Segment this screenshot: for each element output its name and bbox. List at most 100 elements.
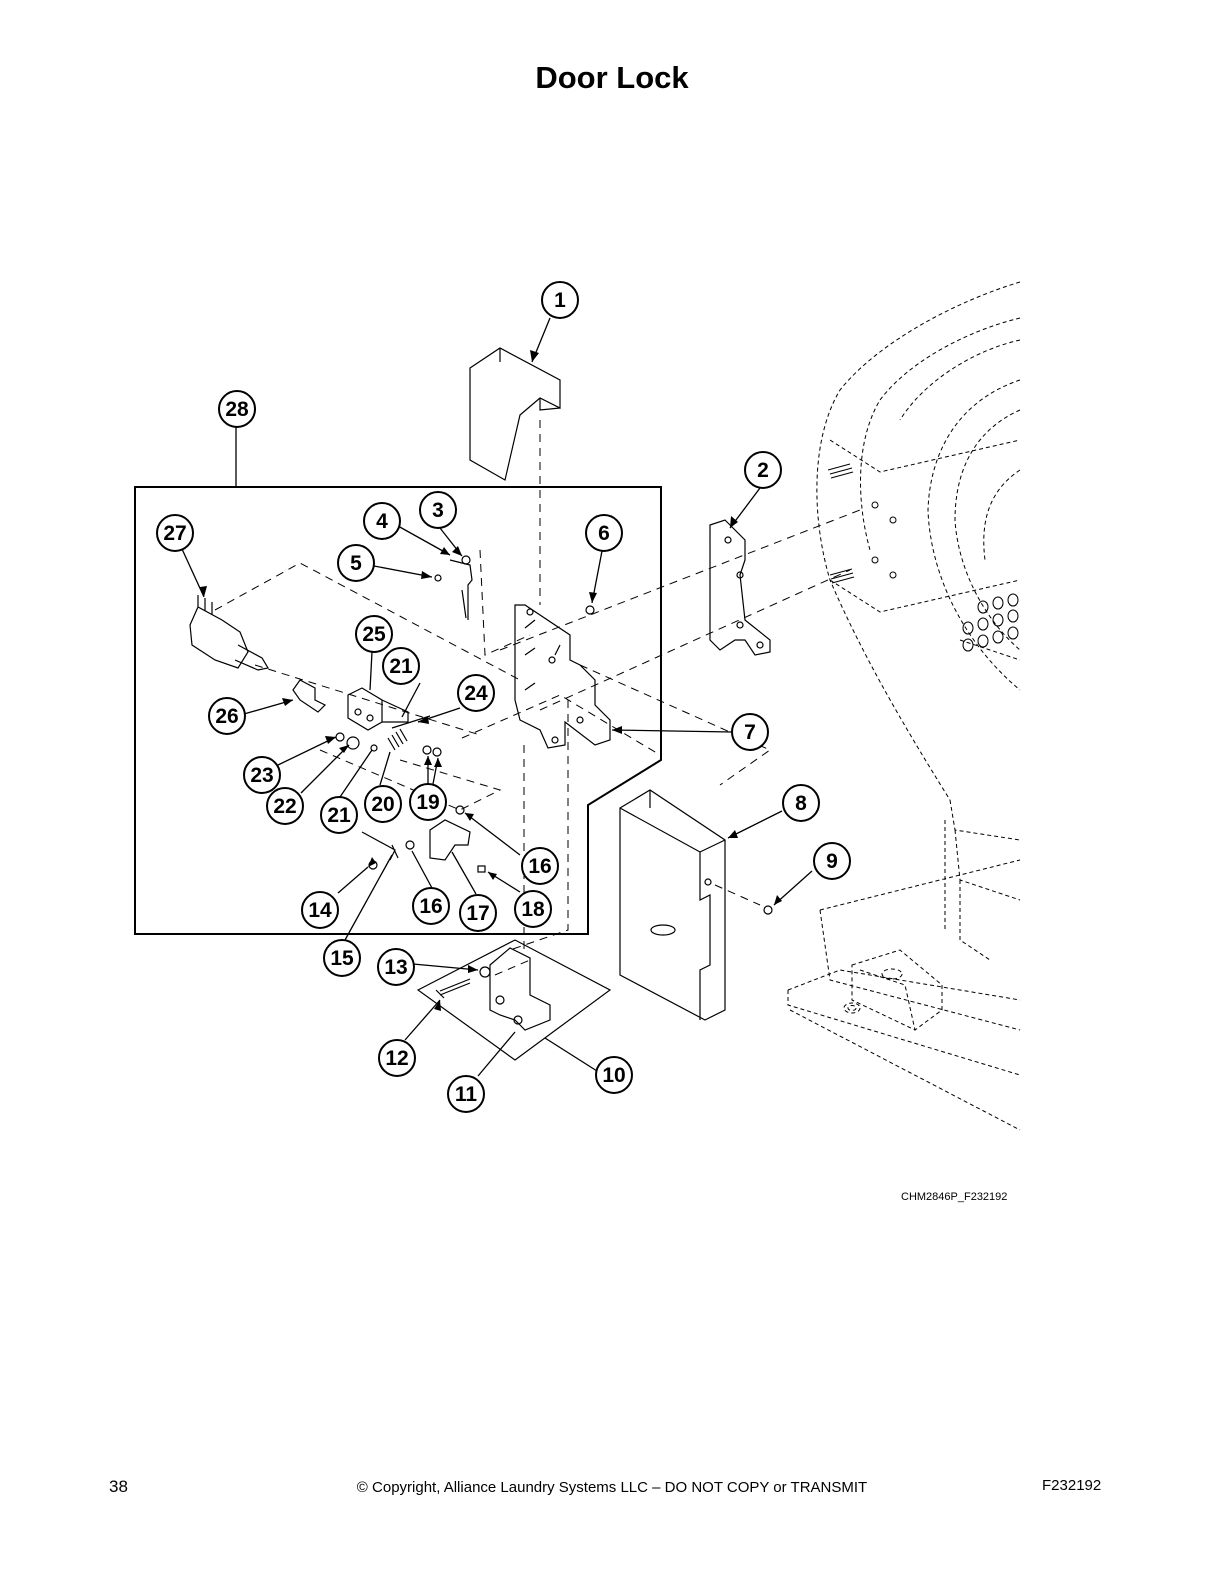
callout-7: 7 (731, 713, 769, 751)
callout-number: 16 (419, 895, 442, 918)
callout-number: 4 (376, 510, 388, 533)
callout-number: 27 (163, 522, 186, 545)
callout-circle (585, 514, 623, 552)
callout-1: 1 (541, 281, 579, 319)
part-22-washer (346, 736, 360, 750)
callout-26: 26 (208, 697, 246, 735)
callout-circle (409, 783, 447, 821)
callout-circle (382, 647, 420, 685)
callout-number: 2 (757, 459, 769, 482)
machine-studs (827, 463, 855, 584)
callout-circle (156, 514, 194, 552)
callout-15: 15 (323, 939, 361, 977)
part-2-plate (709, 519, 771, 656)
part-6-screw (585, 605, 595, 615)
callout-circle (459, 894, 497, 932)
callout-number: 25 (362, 623, 386, 646)
callout-number: 14 (308, 899, 332, 922)
callout-11: 11 (447, 1075, 485, 1113)
callout-10: 10 (595, 1056, 633, 1094)
callout-number: 28 (225, 398, 249, 421)
arrow-heads (200, 350, 782, 1011)
page-title: Door Lock (535, 60, 689, 95)
callout-8: 8 (782, 784, 820, 822)
callout-number: 16 (528, 855, 551, 878)
callout-12: 12 (378, 1039, 416, 1077)
callout-23: 23 (243, 756, 281, 794)
callout-number: 1 (554, 289, 566, 312)
callout-14: 14 (301, 891, 339, 929)
callout-number: 20 (371, 793, 394, 816)
callout-number: 21 (327, 804, 351, 827)
callout-21: 21 (382, 647, 420, 685)
part-24-pin (391, 715, 431, 729)
callout-circle (301, 891, 339, 929)
callout-circle (447, 1075, 485, 1113)
callout-16: 16 (521, 847, 559, 885)
callout-13: 13 (377, 948, 415, 986)
part-3-screw (461, 555, 471, 565)
page-number: 38 (109, 1477, 128, 1496)
callout-number: 10 (602, 1064, 625, 1087)
machine-outline (787, 281, 1021, 1131)
callout-circle (813, 842, 851, 880)
callout-18: 18 (514, 890, 552, 928)
callout-25: 25 (355, 615, 393, 653)
part-17-latch (429, 819, 471, 861)
callout-circle (595, 1056, 633, 1094)
part-1-cover (469, 347, 561, 481)
callout-27: 27 (156, 514, 194, 552)
callout-number: 13 (384, 956, 407, 979)
callout-number: 6 (598, 522, 610, 545)
callout-number: 15 (330, 947, 354, 970)
callout-circle (412, 887, 450, 925)
part-18-nut (477, 865, 486, 873)
callout-17: 17 (459, 894, 497, 932)
callout-number: 24 (464, 682, 488, 705)
part-16-washer-b (455, 805, 465, 815)
part-26-clip (292, 679, 327, 713)
part-27-solenoid (189, 595, 269, 671)
callout-circle (218, 390, 256, 428)
callout-circle (323, 939, 361, 977)
callout-circle (377, 948, 415, 986)
part-13-washer (479, 966, 491, 978)
callout-circle (208, 697, 246, 735)
part-16-washer-a (405, 840, 415, 850)
callout-circle (521, 847, 559, 885)
part-8-housing (619, 789, 726, 1021)
callout-circle (541, 281, 579, 319)
part-23-nut (335, 732, 345, 742)
callout-24: 24 (457, 674, 495, 712)
part-10-plate (416, 939, 612, 1061)
part-11-keeper (489, 947, 551, 1031)
callout-number: 9 (826, 850, 838, 873)
callout-circle (378, 1039, 416, 1077)
callout-number: 5 (350, 552, 362, 575)
machine-holes (871, 501, 1019, 652)
callout-circle (731, 713, 769, 751)
callout-number: 26 (215, 705, 238, 728)
callout-28: 28 (218, 390, 256, 428)
callout-number: 23 (250, 764, 273, 787)
part-5-screw (434, 574, 442, 582)
part-4-lever (449, 559, 473, 620)
callout-20: 20 (364, 785, 402, 823)
callout-19: 19 (409, 783, 447, 821)
kit-boundary (134, 486, 662, 935)
part-20-spring (387, 728, 408, 751)
leader-lines (181, 317, 813, 1077)
part-12-screw (435, 978, 471, 999)
callout-circle (363, 502, 401, 540)
callout-2: 2 (744, 451, 782, 489)
callout-21: 21 (320, 796, 358, 834)
callout-number: 7 (744, 721, 756, 744)
callout-number: 22 (273, 795, 296, 818)
callout-22: 22 (266, 787, 304, 825)
callout-number: 21 (389, 655, 413, 678)
callout-circle (744, 451, 782, 489)
callout-number: 3 (432, 499, 444, 522)
callout-3: 3 (419, 491, 457, 529)
callout-16: 16 (412, 887, 450, 925)
